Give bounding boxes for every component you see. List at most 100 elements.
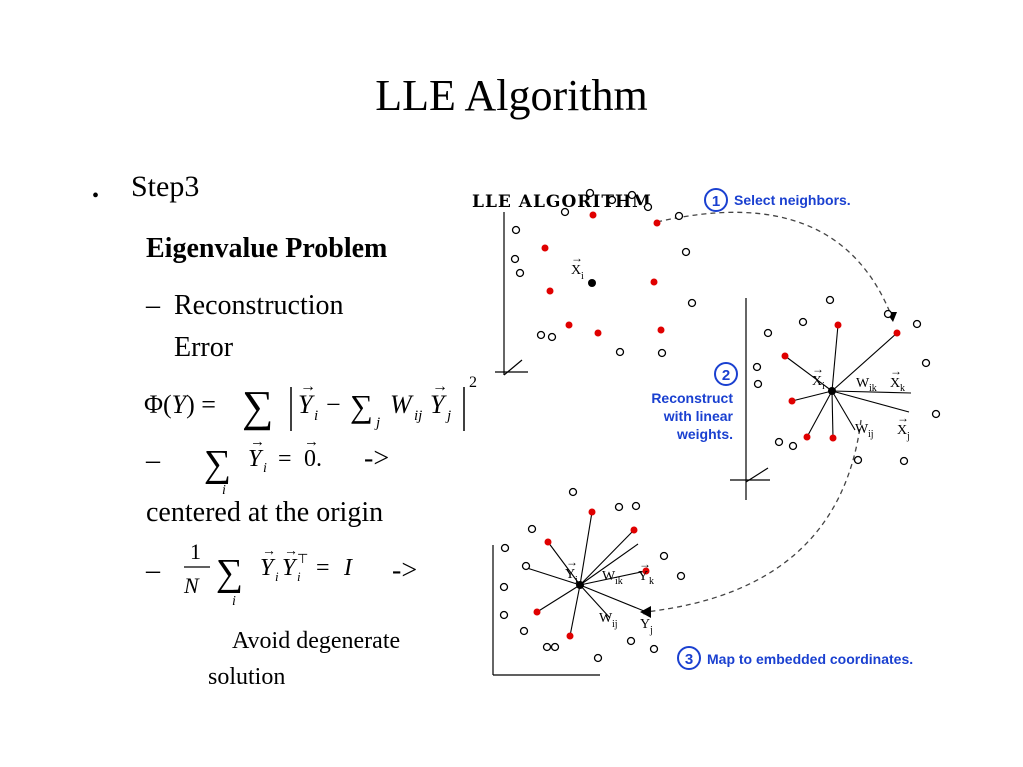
centering-equation: ∑ i Y i → = 0. → (204, 434, 322, 498)
svg-text:Y: Y (282, 555, 298, 581)
panel2-axes (730, 298, 770, 500)
svg-text:→: → (304, 434, 319, 450)
svg-text:→: → (432, 378, 448, 395)
svg-text:→: → (262, 544, 276, 559)
svg-text:→: → (300, 378, 316, 395)
panel1-axes (495, 212, 528, 376)
step1-badge: 1 Select neighbors. (704, 188, 851, 212)
svg-text:k: k (900, 383, 905, 394)
arrow-1: -> (364, 443, 390, 474)
svg-text:Y: Y (298, 390, 315, 419)
panel2-neighbor-points (781, 321, 901, 442)
svg-text:ij: ij (868, 429, 874, 440)
svg-text:i: i (575, 575, 578, 586)
label-xi: X i → (571, 251, 584, 282)
covariance-equation: 1 N ∑ i Y i → Y i ⊤ → = I (183, 539, 353, 609)
centered-text: centered at the origin (146, 497, 384, 528)
svg-text:LLE ALGORITHM: LLE ALGORITHM (472, 192, 652, 212)
reconstruction-line2: Error (174, 332, 234, 363)
svg-text:i: i (581, 271, 584, 282)
svg-text:j: j (649, 625, 653, 636)
panel3-neighbor-points (533, 508, 650, 640)
svg-text:ij: ij (414, 408, 422, 424)
svg-text:Reconstruct: Reconstruct (651, 390, 733, 406)
svg-text:Y: Y (248, 446, 264, 472)
panel2-spokes (784, 324, 912, 439)
svg-text:=: = (316, 555, 330, 581)
panel1-neighbor-points (541, 211, 665, 337)
dashed-arrow-1 (656, 211, 894, 321)
svg-text:2: 2 (722, 367, 730, 384)
arrow-2: -> (392, 555, 418, 586)
panel2-open-points (752, 295, 941, 466)
svg-text:0.: 0. (304, 446, 322, 472)
svg-text:⊤: ⊤ (297, 551, 308, 566)
svg-text:→: → (566, 555, 578, 569)
svg-text:i: i (222, 483, 226, 498)
svg-text:ik: ik (615, 576, 623, 587)
svg-text:X: X (890, 376, 900, 391)
svg-text:i: i (314, 408, 318, 424)
svg-text:∑: ∑ (216, 552, 243, 594)
svg-text:1: 1 (190, 539, 201, 564)
dash-3: – (146, 555, 160, 586)
svg-text:∑: ∑ (350, 388, 373, 424)
panel3-spokes (526, 511, 647, 637)
svg-text:Y: Y (640, 617, 650, 632)
svg-text:X: X (571, 263, 581, 278)
lle-figure: LLE ALGORITHM 1 Select neighbors. 2 Reco… (472, 188, 941, 676)
svg-text:→: → (890, 364, 902, 378)
dash-1: – (146, 290, 160, 321)
svg-text:i: i (275, 569, 279, 584)
panel1-center-point (588, 279, 596, 287)
svg-text:=: = (278, 446, 292, 472)
svg-text:with linear: with linear (663, 408, 734, 424)
svg-text:X: X (812, 374, 822, 389)
bullet-step3: Step3 (131, 170, 200, 203)
svg-text:−: − (326, 390, 341, 419)
panel3-center-point (576, 581, 584, 589)
reconstruction-line1: Reconstruction (174, 290, 344, 321)
bullet-dot: • (92, 185, 100, 207)
svg-text:j: j (374, 415, 380, 431)
svg-text:Y: Y (638, 569, 648, 584)
step2-badge: 2 Reconstruct with linear weights. (651, 362, 738, 442)
phi-equation: Φ(Y) = ∑ Y i → − ∑ j W ij Y j → 2 (144, 374, 477, 431)
svg-text:N: N (183, 573, 200, 598)
svg-text:→: → (250, 434, 265, 450)
dash-2: – (146, 445, 160, 476)
svg-text:ik: ik (869, 383, 877, 394)
svg-text:j: j (445, 408, 451, 424)
eigen-heading: Eigenvalue Problem (146, 233, 388, 264)
svg-text:k: k (649, 576, 654, 587)
svg-text:∑: ∑ (204, 443, 231, 485)
svg-text:i: i (263, 461, 267, 476)
svg-text:j: j (906, 431, 910, 442)
panel3-axes (492, 545, 600, 676)
svg-text:i: i (297, 569, 301, 584)
svg-text:ij: ij (612, 619, 618, 630)
svg-text:→: → (571, 251, 583, 265)
svg-text:∑: ∑ (242, 382, 273, 431)
figure-title: LLE ALGORITHM (472, 192, 652, 212)
dashed-arrow-2 (644, 419, 862, 613)
svg-text:Y: Y (565, 567, 575, 582)
svg-text:I: I (343, 555, 353, 581)
svg-text:W: W (855, 422, 869, 437)
step1-text: Select neighbors. (734, 192, 851, 208)
panel3-open-points (499, 487, 686, 663)
slide-title: LLE Algorithm (375, 71, 648, 120)
svg-text:Y: Y (260, 555, 276, 581)
svg-text:W: W (390, 390, 414, 419)
svg-text:1: 1 (712, 193, 720, 210)
panel1-open-points (510, 188, 697, 358)
svg-text:W: W (602, 569, 616, 584)
svg-text:→: → (641, 605, 653, 619)
svg-text:→: → (812, 362, 824, 376)
step3-text: Map to embedded coordinates. (707, 651, 913, 667)
svg-text:W: W (856, 376, 870, 391)
svg-text:3: 3 (685, 651, 693, 668)
panel3-labels: Y i → W ik Y k → W ij Y j → (565, 555, 654, 636)
svg-text:→: → (639, 557, 651, 571)
panel2-labels: X i → W ik X k → W ij X j → (812, 362, 910, 442)
